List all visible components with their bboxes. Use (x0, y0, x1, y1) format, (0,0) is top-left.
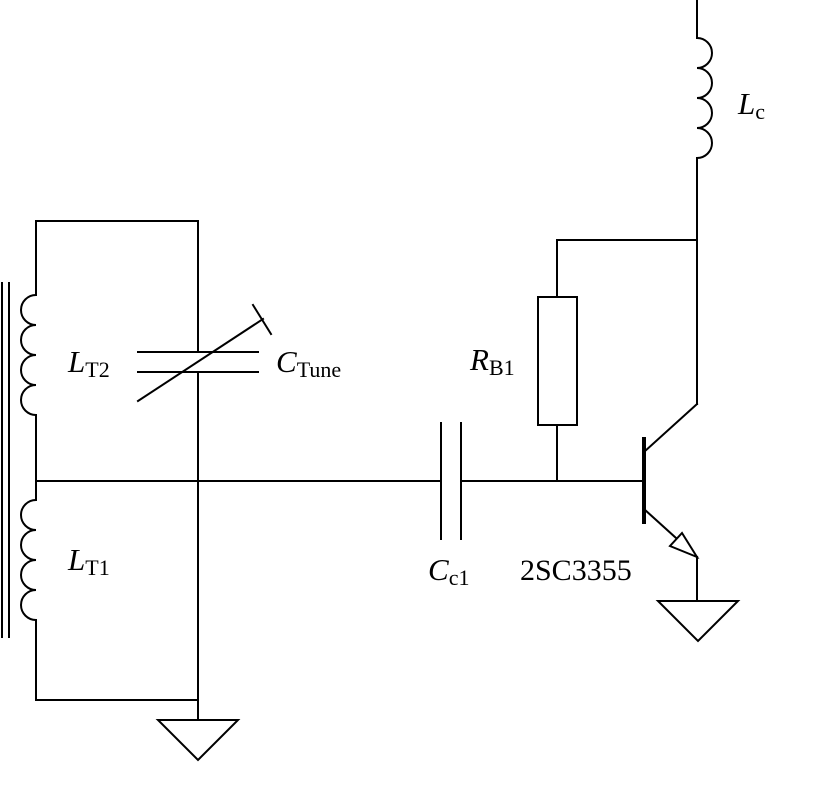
label-transistor: 2SC3355 (520, 554, 632, 587)
label-lt1: LT1 (67, 542, 110, 580)
rb1-resistor (537, 296, 578, 426)
lt2-top-wire (35, 220, 199, 351)
label-lc: Lc (737, 86, 765, 124)
lt1-coil (20, 498, 38, 622)
lt2-coil (20, 293, 38, 417)
transistor-collector-lead (642, 402, 699, 454)
lc-inductor (695, 36, 713, 160)
emitter-ground-icon (655, 600, 741, 643)
ctune-arrow-tick (251, 303, 273, 336)
lt1-bottom-wire (35, 619, 199, 701)
ctune-arrow-line (136, 317, 265, 403)
rb1-top-wire (556, 239, 698, 298)
tank-ground-icon (155, 719, 241, 762)
label-cc1: Cc1 (428, 552, 469, 590)
label-lt2: LT2 (67, 344, 110, 382)
label-ctune: CTune (276, 344, 341, 382)
label-rb1: RB1 (469, 342, 515, 380)
emitter-arrow-icon (668, 531, 700, 560)
